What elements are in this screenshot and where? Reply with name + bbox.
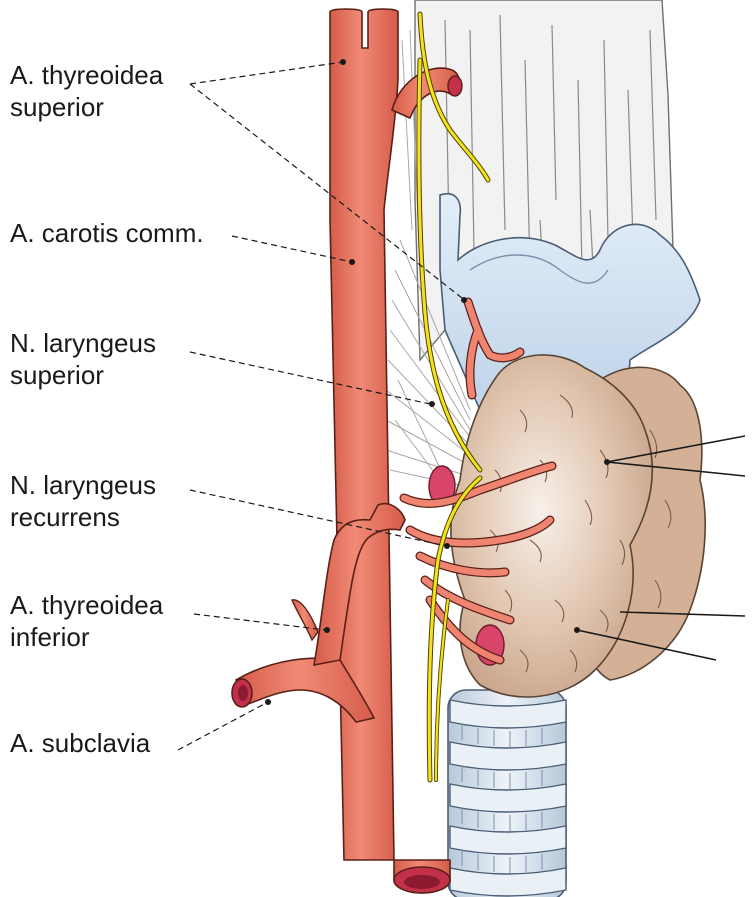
label-thyreoidea-inferior-line2: inferior (10, 622, 90, 652)
label-subclavia: A. subclavia (10, 728, 151, 758)
label-thyreoidea-superior-line1: A. thyreoidea (10, 60, 164, 90)
label-carotis-comm-text: A. carotis comm. (10, 218, 204, 248)
inferior-thyroid-small-branch (292, 600, 318, 640)
trachea (448, 690, 566, 897)
label-subclavia-text: A. subclavia (10, 728, 151, 758)
label-laryngeus-recurrens-line2: recurrens (10, 502, 120, 532)
label-thyreoidea-superior: A. thyreoidea superior (10, 60, 164, 122)
label-laryngeus-recurrens-line1: N. laryngeus (10, 470, 156, 500)
label-laryngeus-superior-line1: N. laryngeus (10, 328, 156, 358)
label-laryngeus-recurrens: N. laryngeus recurrens (10, 470, 156, 532)
label-thyreoidea-inferior: A. thyreoidea inferior (10, 590, 164, 652)
label-laryngeus-superior: N. laryngeus superior (10, 328, 156, 390)
label-carotis-comm: A. carotis comm. (10, 218, 204, 248)
common-carotid-artery-body (330, 9, 398, 860)
label-laryngeus-superior-line2: superior (10, 360, 104, 390)
artery-cut-end-top (448, 76, 462, 96)
label-thyreoidea-inferior-line1: A. thyreoidea (10, 590, 164, 620)
label-thyreoidea-superior-line2: superior (10, 92, 104, 122)
